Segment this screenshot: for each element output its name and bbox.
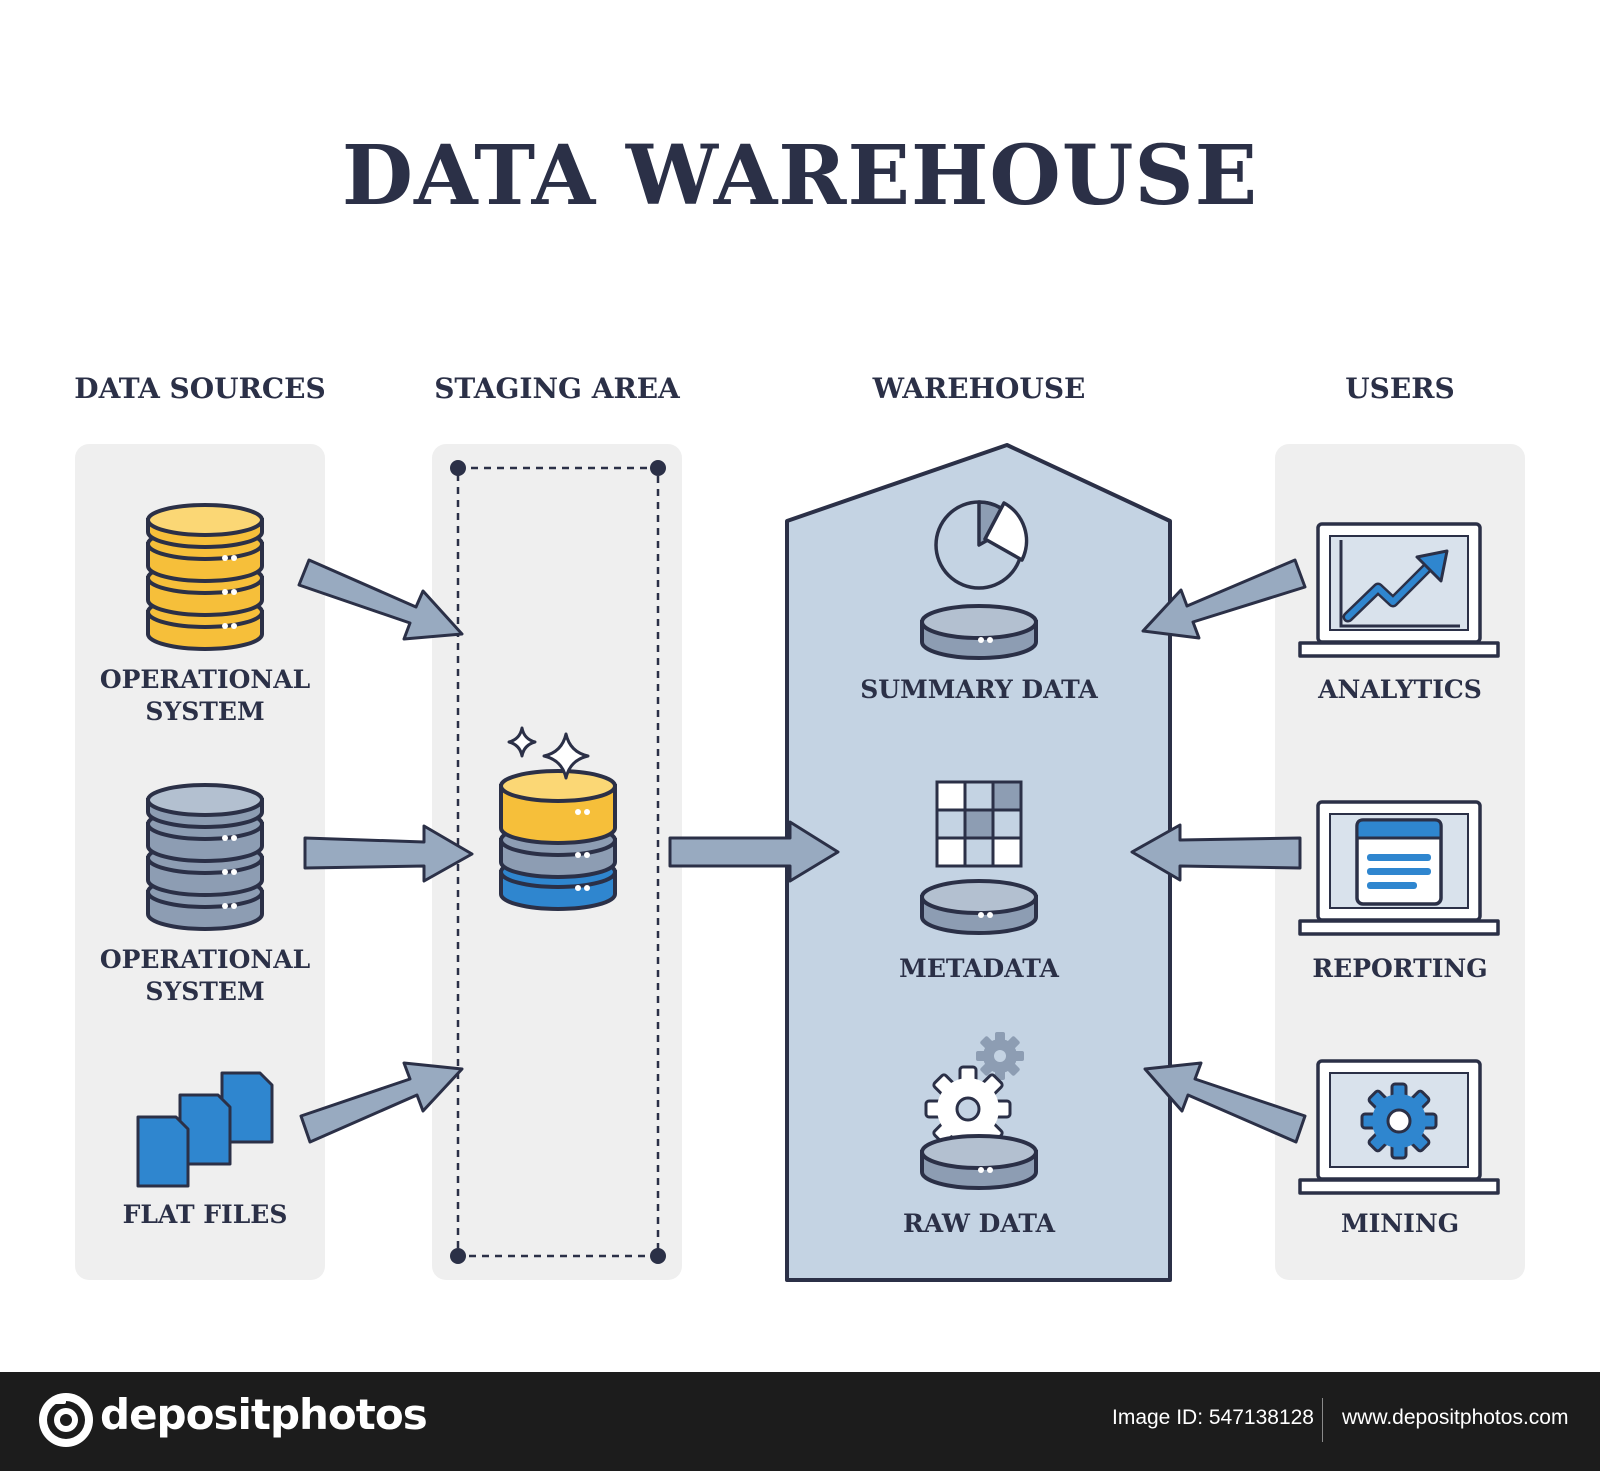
column-header-staging-area: STAGING AREA xyxy=(434,372,680,405)
summary-disk-icon xyxy=(920,604,1038,660)
sparkle-icon xyxy=(507,726,590,780)
arrow-reporting xyxy=(1130,823,1302,882)
site-url: www.depositphotos.com xyxy=(1342,1406,1569,1429)
column-header-data-sources: DATA SOURCES xyxy=(74,372,326,405)
staging-frame xyxy=(450,460,666,1264)
metadata-grid-icon xyxy=(935,780,1023,868)
staging-database-icon xyxy=(499,769,617,911)
label-line: SYSTEM xyxy=(145,977,265,1006)
label-metadata: METADATA xyxy=(899,954,1059,983)
analytics-laptop-icon xyxy=(1298,522,1500,658)
arrow-staging-to-warehouse xyxy=(668,820,840,883)
label-raw-data: RAW DATA xyxy=(902,1209,1056,1238)
gear-icon xyxy=(924,1065,1012,1153)
label-operational-system-2: OPERATIONAL SYSTEM xyxy=(75,944,335,1008)
arrow-source-1 xyxy=(297,558,464,641)
label-operational-system-1: OPERATIONAL SYSTEM xyxy=(75,664,335,728)
label-line: OPERATIONAL xyxy=(99,665,311,694)
arrow-mining xyxy=(1143,1061,1307,1144)
diagram-graphics xyxy=(75,443,1525,1282)
column-header-users: USERS xyxy=(1345,372,1455,405)
mining-laptop-icon xyxy=(1298,1059,1500,1195)
page-title: DATA WAREHOUSE xyxy=(341,128,1259,224)
label-analytics: ANALYTICS xyxy=(1318,675,1482,704)
footer-divider xyxy=(1322,1398,1323,1442)
arrow-source-2 xyxy=(303,824,474,883)
label-line: SYSTEM xyxy=(145,697,265,726)
label-flat-files: FLAT FILES xyxy=(122,1200,288,1229)
metadata-disk-icon xyxy=(920,879,1038,935)
arrow-analytics xyxy=(1141,558,1307,640)
raw-disk-icon xyxy=(920,1134,1038,1190)
reporting-laptop-icon xyxy=(1298,800,1500,936)
arrow-source-3 xyxy=(299,1061,464,1144)
column-header-warehouse: WAREHOUSE xyxy=(872,372,1086,405)
small-gear-icon xyxy=(976,1032,1024,1080)
flat-files-icon xyxy=(136,1071,274,1188)
database-icon-gold xyxy=(146,503,264,651)
label-summary-data: SUMMARY DATA xyxy=(860,675,1098,704)
label-line: OPERATIONAL xyxy=(99,945,311,974)
database-icon-grey xyxy=(146,783,264,931)
label-reporting: REPORTING xyxy=(1312,954,1488,983)
label-mining: MINING xyxy=(1340,1209,1460,1238)
image-id: Image ID: 547138128 xyxy=(1112,1406,1314,1429)
brand-name: depositphotos xyxy=(100,1390,428,1439)
footer-bar: depositphotos Image ID: 547138128 www.de… xyxy=(0,1372,1600,1471)
pie-chart-icon xyxy=(934,500,1029,590)
camera-logo-icon xyxy=(39,1393,93,1447)
